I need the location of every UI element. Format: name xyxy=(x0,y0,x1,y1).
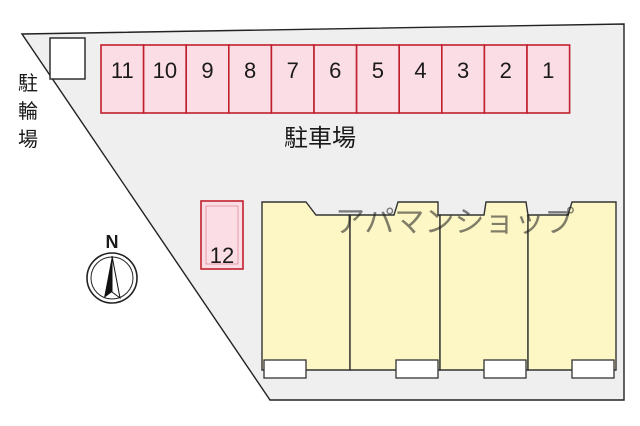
parking-space-11 xyxy=(100,44,145,114)
parking-space-number: 8 xyxy=(244,58,256,83)
parking-space-12-number: 12 xyxy=(210,243,234,268)
parking-space-number: 5 xyxy=(372,58,384,83)
watermark-text: アパマンショップ xyxy=(335,205,574,240)
building-unit-4 xyxy=(527,201,617,371)
parking-space-9 xyxy=(185,44,230,114)
parking-space-number: 4 xyxy=(414,58,426,83)
compass-needle-dark xyxy=(104,256,112,298)
entrance-step-2 xyxy=(395,359,439,379)
parking-label: 駐車場 xyxy=(284,124,356,152)
parking-space-number: 1 xyxy=(542,58,554,83)
bike-parking-char-1: 駐 xyxy=(18,71,38,95)
parking-space-6 xyxy=(313,44,358,114)
parking-space-number: 11 xyxy=(111,58,134,83)
parking-space-12 xyxy=(200,200,244,270)
compass: N xyxy=(86,232,138,304)
entrance-step-3 xyxy=(483,359,527,379)
parking-space-12-inner xyxy=(205,205,239,265)
parking-space-number: 10 xyxy=(153,58,177,83)
compass-north-label: N xyxy=(106,232,119,252)
parking-space-1 xyxy=(526,44,571,114)
entrance-step-1 xyxy=(263,359,307,379)
building-units xyxy=(261,201,617,379)
parking-space-5 xyxy=(355,44,401,114)
parking-space-number: 3 xyxy=(457,58,469,83)
parking-space-number: 9 xyxy=(201,58,213,83)
building-unit-2 xyxy=(349,201,441,371)
parking-space-number: 2 xyxy=(500,58,512,83)
bike-parking-char-2: 輪 xyxy=(18,99,38,123)
parking-space-4 xyxy=(398,44,443,114)
compass-needle-light xyxy=(111,255,121,300)
parking-space-8 xyxy=(228,44,273,114)
parking-space-3 xyxy=(440,44,486,114)
parking-space-number: 7 xyxy=(287,58,299,83)
bike-parking-box xyxy=(49,37,86,80)
bike-parking-char-3: 場 xyxy=(18,127,38,151)
building-unit-3 xyxy=(439,201,529,371)
entrance-step-4 xyxy=(571,359,615,379)
parking-spaces: 11 10 9 8 7 6 5 4 3 2 1 xyxy=(100,44,571,114)
parking-space-number: 6 xyxy=(329,58,341,83)
